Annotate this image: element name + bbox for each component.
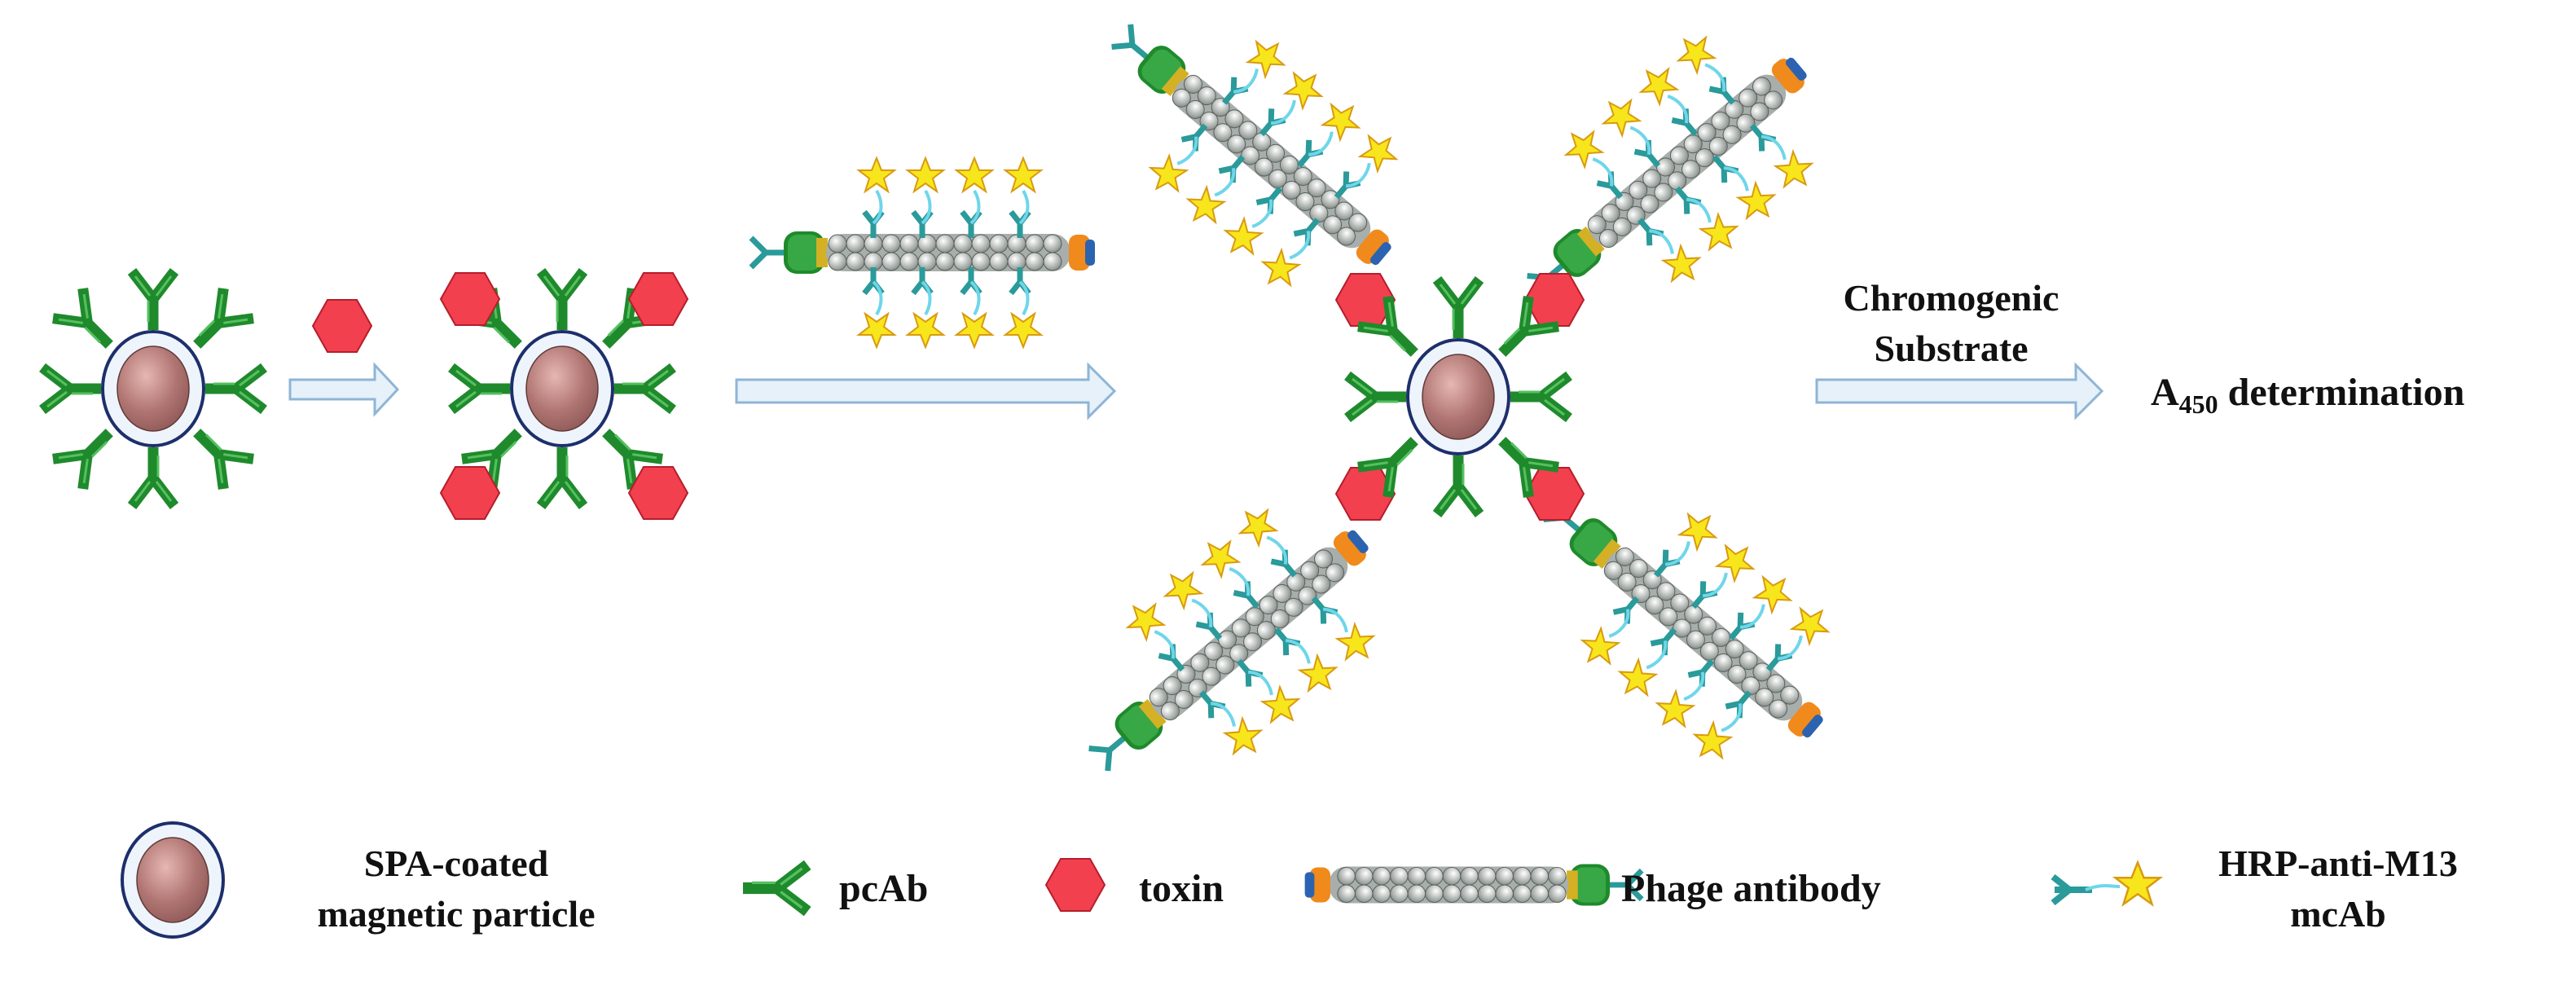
pcab-icon [743, 865, 807, 911]
magnetic-particle-icon [121, 821, 225, 939]
legend-phage-label: Phage antibody [1621, 867, 1881, 910]
phage-antibody-icon [1305, 865, 1642, 906]
legend-pcab: pcAb [743, 865, 928, 911]
coated-particle-icon [42, 271, 264, 506]
legend-hrp: HRP-anti-M13 mcAb [2051, 843, 2458, 935]
legend-hrp-line2: mcAb [2290, 893, 2386, 935]
legend-particle-line2: magnetic particle [317, 893, 595, 935]
legend-toxin: toxin [1045, 858, 1224, 912]
step-label-line1: Chromogenic [1844, 277, 2059, 319]
right-arrow-icon [1815, 362, 2104, 420]
step-label-line2: Substrate [1874, 328, 2028, 369]
phage-antibody-icon [751, 158, 1095, 347]
legend-particle-line1: SPA-coated [364, 843, 549, 884]
toxin-icon [1045, 858, 1106, 912]
legend-pcab-label: pcAb [839, 867, 928, 910]
legend-hrp-line1: HRP-anti-M13 [2218, 843, 2458, 884]
legend: SPA-coated magnetic particle pcAb toxin … [121, 821, 2458, 939]
toxin-icon [628, 466, 688, 520]
legend-phage: Phage antibody [1305, 865, 1881, 910]
right-arrow-icon [735, 362, 1117, 420]
legend-particle: SPA-coated magnetic particle [121, 821, 596, 939]
legend-toxin-label: toxin [1139, 867, 1224, 910]
readout-label: A450 determination [2151, 371, 2464, 419]
right-arrow-icon [288, 362, 400, 417]
hrp-mcab-icon [2051, 861, 2161, 906]
toxin-icon [312, 299, 372, 353]
sandwich-complex [1038, 0, 1877, 832]
